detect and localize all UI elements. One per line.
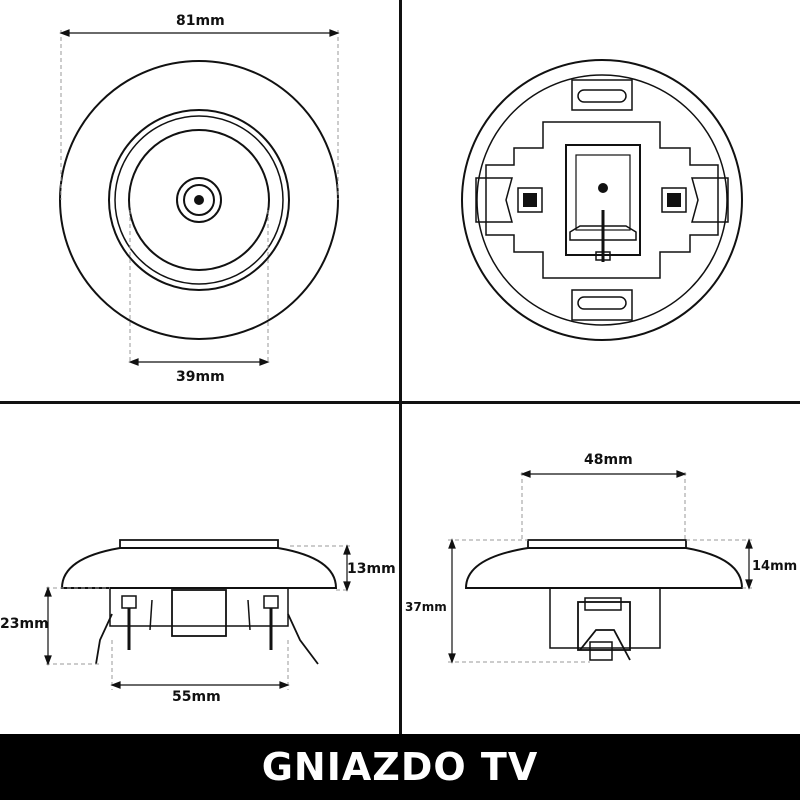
label-total-height: 37mm bbox=[405, 600, 447, 614]
profile-view-drawing bbox=[464, 539, 744, 661]
profile-view-arrows bbox=[448, 470, 753, 664]
label-cover-height: 13mm bbox=[347, 561, 396, 577]
back-outer-ring bbox=[461, 59, 743, 341]
label-inner-diameter: 39mm bbox=[176, 369, 225, 385]
left-terminal bbox=[517, 187, 543, 213]
title-banner: GNIAZDO TV bbox=[0, 734, 800, 800]
label-profile-cover-height: 14mm bbox=[752, 559, 798, 574]
front-view-dimension-lines bbox=[60, 30, 339, 362]
right-claw bbox=[691, 177, 729, 223]
profile-cover bbox=[464, 547, 744, 589]
side-view-dimension-lines bbox=[46, 545, 350, 690]
horizontal-divider bbox=[0, 401, 800, 404]
label-top-width: 48mm bbox=[584, 452, 633, 468]
label-mount-height: 23mm bbox=[0, 616, 49, 632]
back-inner-ring bbox=[476, 74, 728, 326]
back-view-drawing bbox=[461, 59, 743, 341]
side-cover bbox=[60, 547, 338, 589]
middle-ring bbox=[108, 109, 290, 291]
front-view-drawing bbox=[59, 60, 339, 340]
coax-pin bbox=[194, 195, 204, 205]
right-terminal bbox=[661, 187, 687, 213]
profile-mount-frame bbox=[549, 587, 661, 649]
top-screw-slot bbox=[577, 89, 627, 103]
vertical-divider bbox=[399, 0, 402, 734]
left-claw bbox=[475, 177, 513, 223]
bottom-screw-slot bbox=[577, 296, 627, 310]
mounting-frame bbox=[485, 121, 719, 279]
side-view-drawing bbox=[60, 539, 338, 665]
coax-connector-outer bbox=[176, 177, 222, 223]
side-mount-frame bbox=[109, 587, 289, 627]
label-base-width: 55mm bbox=[172, 689, 221, 705]
banner-title: GNIAZDO TV bbox=[261, 745, 539, 789]
side-connector-body bbox=[171, 589, 227, 637]
technical-drawings bbox=[44, 29, 753, 690]
inner-ring bbox=[128, 129, 270, 271]
side-view-arrows bbox=[44, 544, 351, 689]
front-view-arrows bbox=[59, 29, 340, 366]
profile-view-dimension-lines bbox=[448, 472, 752, 663]
label-outer-diameter: 81mm bbox=[176, 13, 225, 29]
